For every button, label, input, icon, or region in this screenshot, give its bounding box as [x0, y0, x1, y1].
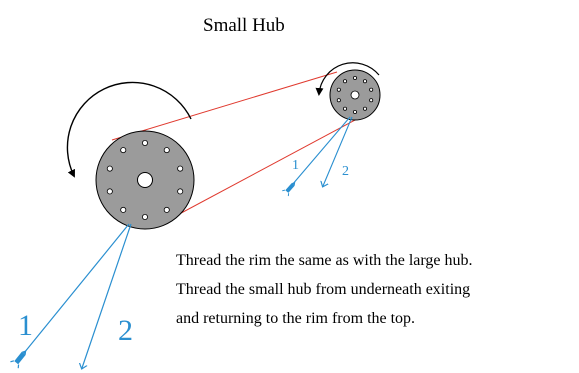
- spoke-hole: [369, 98, 374, 103]
- spoke-hole: [106, 188, 113, 195]
- instructions-caption: Thread the rim the same as with the larg…: [176, 252, 473, 327]
- small-hub-thread-1-label: 1: [292, 158, 299, 173]
- small-hub: [329, 69, 381, 121]
- spoke-hole: [352, 110, 357, 115]
- large-hub-axle: [137, 172, 153, 188]
- spoke-hole: [163, 147, 170, 154]
- spoke-hole: [163, 206, 170, 213]
- large-hub-thread-2: [82, 223, 132, 368]
- small-hub-thread-2: [323, 116, 353, 186]
- spoke-hole: [120, 147, 127, 154]
- spoke-hole: [177, 188, 184, 195]
- small-hub-axle: [350, 90, 360, 100]
- caption-line-2: Thread the small hub from underneath exi…: [176, 281, 470, 298]
- large-hub-thread-1: [10, 223, 130, 369]
- small-hub-thread-2-label: 2: [342, 164, 349, 179]
- spoke-hole: [362, 79, 367, 84]
- spoke-hole: [177, 165, 184, 172]
- small-hub-thread-1: [282, 116, 351, 197]
- large-hub-rotation-arrow: [66, 81, 192, 178]
- rim-line-top: [111, 71, 338, 141]
- spoke-hole: [141, 213, 148, 220]
- small-hub-spoke-holes: [336, 76, 374, 115]
- spoke-hole: [343, 79, 348, 84]
- needle-icon: [282, 181, 296, 197]
- rim-line-bottom: [169, 111, 371, 220]
- spoke-hole: [141, 139, 148, 146]
- spoke-hole: [336, 98, 341, 103]
- large-hub-spoke-holes: [106, 139, 184, 220]
- spoke-hole: [106, 165, 113, 172]
- diagram-title: Small Hub: [203, 15, 285, 36]
- caption-line-3: and returning to the rim from the top.: [176, 310, 415, 327]
- large-hub: [95, 130, 195, 230]
- spoke-hole: [352, 76, 357, 81]
- large-hub-thread-1-label: 1: [18, 309, 33, 342]
- spoke-hole: [336, 87, 341, 92]
- needle-icon: [10, 350, 27, 369]
- spoke-hole: [362, 106, 367, 111]
- caption-line-1: Thread the rim the same as with the larg…: [176, 252, 473, 269]
- spoke-hole: [343, 106, 348, 111]
- spoke-hole: [120, 206, 127, 213]
- small-hub-rotation-arrow: [315, 62, 380, 96]
- spoke-hole: [369, 87, 374, 92]
- large-hub-thread-2-label: 2: [118, 314, 133, 347]
